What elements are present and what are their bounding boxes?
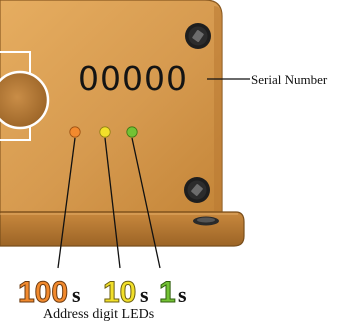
digit-unit-hundreds: s (72, 282, 81, 307)
led-ones (126, 126, 138, 138)
serial-number-digits: 00000 (78, 59, 188, 98)
address-digit-leds-caption: Address digit LEDs (43, 307, 154, 322)
digit-label-ones: 1 (159, 276, 176, 309)
screw-bottom-icon (184, 177, 210, 203)
address-digit-labels: 100 s 10 s 1 s (18, 276, 188, 310)
round-port (0, 70, 50, 130)
digit-label-hundreds: 100 (18, 276, 68, 309)
led-leader-lines (57, 137, 161, 269)
screw-top-icon (185, 23, 211, 49)
led-hundreds (69, 126, 81, 138)
led-tens (99, 126, 111, 138)
serial-number-label: Serial Number (251, 72, 328, 87)
panel-side-edge (214, 6, 222, 212)
digit-unit-ones: s (178, 282, 187, 307)
digit-label-tens: 10 (103, 276, 136, 309)
digit-unit-tens: s (140, 282, 149, 307)
mounting-lip (0, 211, 245, 247)
mounting-slot-inner (197, 217, 215, 223)
